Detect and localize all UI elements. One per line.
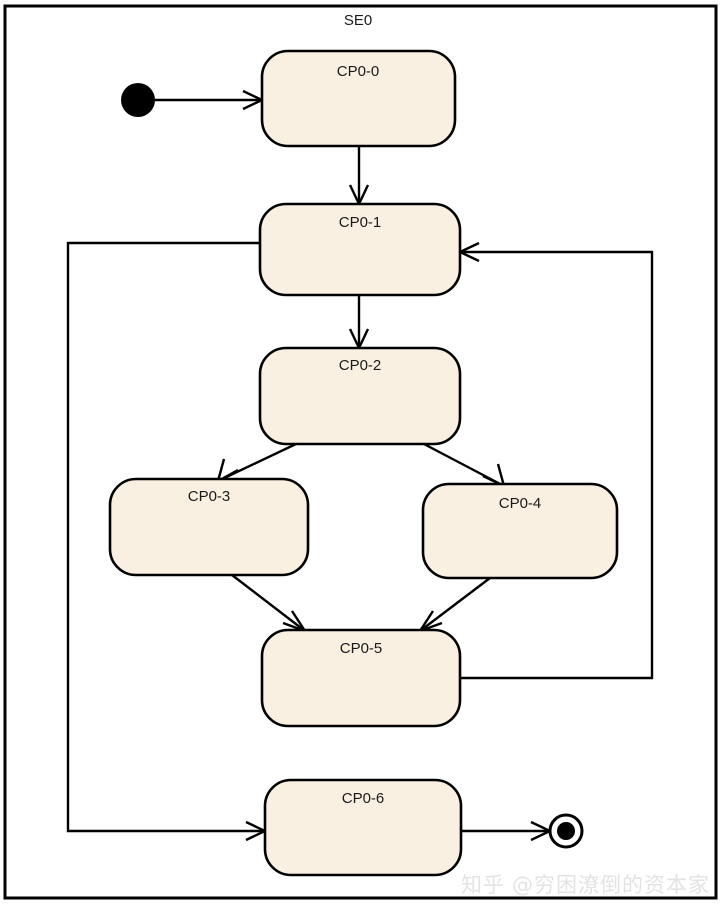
region-frame-se0 <box>3 4 718 900</box>
state-cp0-4[interactable]: CP0-4 <box>421 482 619 580</box>
state-cp0-0-label: CP0-0 <box>337 63 380 80</box>
transition-cp0-3-to-cp0-5 <box>231 574 308 634</box>
final-state-icon[interactable] <box>548 813 584 849</box>
transition-cp0-1-to-cp0-2 <box>348 295 370 351</box>
transition-cp0-2-to-cp0-3 <box>216 442 297 484</box>
region-label-se0: SE0 <box>344 12 372 29</box>
state-cp0-5-label: CP0-5 <box>340 640 383 657</box>
state-cp0-4-shape[interactable] <box>421 482 619 580</box>
transition-cp0-0-to-cp0-1 <box>348 146 370 207</box>
state-cp0-2-shape[interactable] <box>258 346 462 446</box>
transition-cp0-6-to-final <box>461 820 553 842</box>
state-cp0-0-shape[interactable] <box>260 49 457 148</box>
initial-state-icon[interactable] <box>121 83 155 117</box>
transition-initial-to-cp0-0 <box>155 89 265 111</box>
state-cp0-6-shape[interactable] <box>263 778 463 877</box>
final-state-inner-dot <box>557 822 575 840</box>
state-cp0-1-shape[interactable] <box>258 202 462 297</box>
state-cp0-1-label: CP0-1 <box>339 214 382 231</box>
transition-cp0-4-to-cp0-5 <box>417 577 491 634</box>
state-cp0-4-label: CP0-4 <box>499 495 542 512</box>
state-cp0-5-shape[interactable] <box>260 628 462 728</box>
state-cp0-2-label: CP0-2 <box>339 357 382 374</box>
state-cp0-0[interactable]: CP0-0 <box>260 49 457 148</box>
state-cp0-3-label: CP0-3 <box>188 488 231 505</box>
state-cp0-2[interactable]: CP0-2 <box>258 346 462 446</box>
state-cp0-6[interactable]: CP0-6 <box>263 778 463 877</box>
transition-cp0-2-to-cp0-4 <box>423 442 506 489</box>
transition-cp0-5-to-cp0-1 <box>457 241 654 680</box>
watermark: 知乎 @穷困潦倒的资本家 <box>461 869 710 899</box>
state-cp0-5[interactable]: CP0-5 <box>260 628 462 728</box>
state-cp0-6-label: CP0-6 <box>342 790 385 807</box>
watermark-handle: @穷困潦倒的资本家 <box>512 873 710 897</box>
watermark-site: 知乎 <box>461 873 505 897</box>
state-cp0-3-shape[interactable] <box>108 477 310 577</box>
state-cp0-1[interactable]: CP0-1 <box>258 202 462 297</box>
state-cp0-3[interactable]: CP0-3 <box>108 477 310 577</box>
